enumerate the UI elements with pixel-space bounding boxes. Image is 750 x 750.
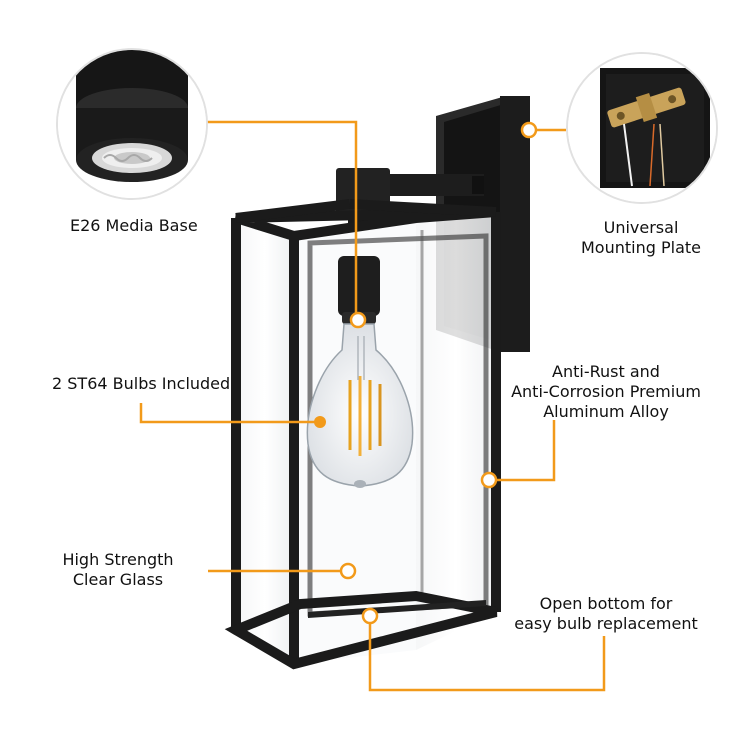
st64-bulb — [306, 323, 414, 488]
alloy-line-1: Anti-Rust and — [552, 362, 660, 381]
callout-mounting-plate: Universal Mounting Plate — [572, 218, 710, 258]
media-base-text: E26 Media Base — [70, 216, 198, 235]
callout-media-base: E26 Media Base — [70, 216, 198, 236]
callout-open-bottom: Open bottom for easy bulb replacement — [508, 594, 704, 634]
glass-line-1: High Strength — [62, 550, 174, 569]
mounting-plate-line-1: Universal — [603, 218, 679, 237]
alloy-line-2: Anti-Corrosion Premium — [511, 382, 701, 401]
callout-alloy: Anti-Rust and Anti-Corrosion Premium Alu… — [504, 362, 708, 422]
callout-glass: High Strength Clear Glass — [56, 550, 180, 590]
callout-lines — [139, 120, 606, 692]
socket-closeup — [58, 50, 206, 198]
callout-dots — [314, 121, 538, 625]
plate-closeup — [568, 54, 716, 202]
alloy-line-3: Aluminum Alloy — [543, 402, 669, 421]
callout-bulbs: 2 ST64 Bulbs Included — [52, 374, 230, 394]
mounting-plate-inset — [566, 52, 718, 204]
open-bottom-line-1: Open bottom for — [539, 594, 673, 613]
bulbs-text: 2 ST64 Bulbs Included — [52, 374, 231, 393]
open-bottom-line-2: easy bulb replacement — [514, 614, 698, 633]
mounting-plate-line-2: Mounting Plate — [581, 238, 701, 257]
glass-line-2: Clear Glass — [72, 570, 164, 589]
media-base-inset — [56, 48, 208, 200]
